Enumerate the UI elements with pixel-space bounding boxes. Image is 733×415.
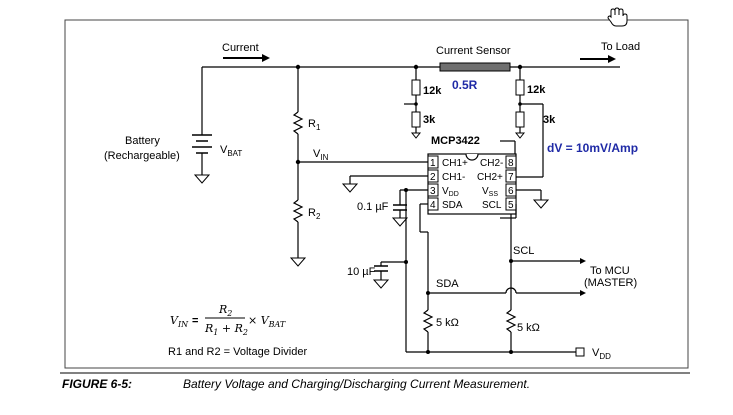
r2-label: R2 xyxy=(308,207,321,221)
formula-times: × VBAT xyxy=(248,314,286,329)
scl-net xyxy=(500,204,586,310)
pin-number: 2 xyxy=(430,172,436,183)
formula-eq: = xyxy=(192,315,198,327)
sda-label: SDA xyxy=(436,278,459,290)
formula-den: R1 + R2 xyxy=(204,322,248,337)
battery-sub-label: (Rechargeable) xyxy=(104,150,180,162)
r5k-right-label: 5 kΩ xyxy=(517,322,540,334)
battery-label: Battery xyxy=(125,135,160,147)
dv-note: dV = 10mV/Amp xyxy=(547,141,638,155)
chip-name: MCP3422 xyxy=(431,135,480,147)
vin-label: VIN xyxy=(313,148,329,162)
cap-01-label: 0.1 µF xyxy=(357,201,389,213)
left-3k-resistor xyxy=(410,111,422,139)
ground-icon xyxy=(193,174,211,184)
pin-name: CH1- xyxy=(442,172,465,183)
voltage-formula: VIN = R2 R1 + R2 × VBAT xyxy=(170,303,286,337)
vss-ground xyxy=(516,189,550,209)
battery-symbol xyxy=(192,134,212,175)
current-arrow xyxy=(223,54,270,62)
figure-number: FIGURE 6-5: xyxy=(62,377,132,391)
pin-number: 4 xyxy=(430,200,436,211)
pin-name: CH2- xyxy=(480,158,503,169)
chip-body xyxy=(427,153,517,215)
diagram-frame xyxy=(64,19,689,369)
sda-pullup-resistor xyxy=(422,309,434,354)
left-3k-label: 3k xyxy=(423,114,436,126)
figure-caption: Battery Voltage and Charging/Discharging… xyxy=(183,377,530,391)
pin-number: 6 xyxy=(508,186,514,197)
formula-num: R2 xyxy=(218,303,232,318)
pin-name: SCL xyxy=(482,200,502,211)
pin-number: 1 xyxy=(430,158,436,169)
r2-resistor xyxy=(289,199,307,267)
vdd-label: VDD xyxy=(592,347,611,361)
pin-name: CH2+ xyxy=(477,172,503,183)
r5k-left-label: 5 kΩ xyxy=(436,317,459,329)
r1-resistor xyxy=(292,67,304,200)
left-12k-label: 12k xyxy=(423,85,442,97)
right-3k-resistor xyxy=(514,111,526,139)
hand-cursor-icon xyxy=(607,7,628,27)
right-12k-label: 12k xyxy=(527,84,546,96)
pin-number: 3 xyxy=(430,186,436,197)
ch1-minus-ground xyxy=(341,175,428,193)
pin-name: SDA xyxy=(442,200,463,211)
to-load-arrow xyxy=(580,55,616,63)
current-sensor-label: Current Sensor xyxy=(436,45,511,57)
sense-wires xyxy=(404,103,544,178)
scl-label: SCL xyxy=(513,245,534,257)
vbat-label: VBAT xyxy=(220,144,242,158)
r1-label: R1 xyxy=(308,118,321,132)
top-rail xyxy=(201,66,620,135)
scl-pullup-resistor xyxy=(505,309,517,354)
to-load-label: To Load xyxy=(601,41,640,53)
divider-note: R1 and R2 = Voltage Divider xyxy=(168,346,307,358)
to-mcu-label: To MCU xyxy=(590,265,630,277)
vdd-net xyxy=(372,188,576,353)
pin-number: 8 xyxy=(508,158,514,169)
shunt-resistor xyxy=(439,62,511,72)
sda-net xyxy=(419,203,586,310)
master-label: (MASTER) xyxy=(584,277,637,289)
pin-number: 7 xyxy=(508,172,514,183)
current-label: Current xyxy=(222,42,259,54)
right-3k-label: 3k xyxy=(543,114,556,126)
formula-lhs: VIN xyxy=(170,314,189,329)
vdd-terminal xyxy=(575,347,585,357)
shunt-value: 0.5R xyxy=(452,78,478,92)
pin-name: CH1+ xyxy=(442,158,468,169)
pin-boxes xyxy=(427,155,517,211)
pin-number: 5 xyxy=(508,200,514,211)
cap-10-label: 10 µF xyxy=(347,266,376,278)
